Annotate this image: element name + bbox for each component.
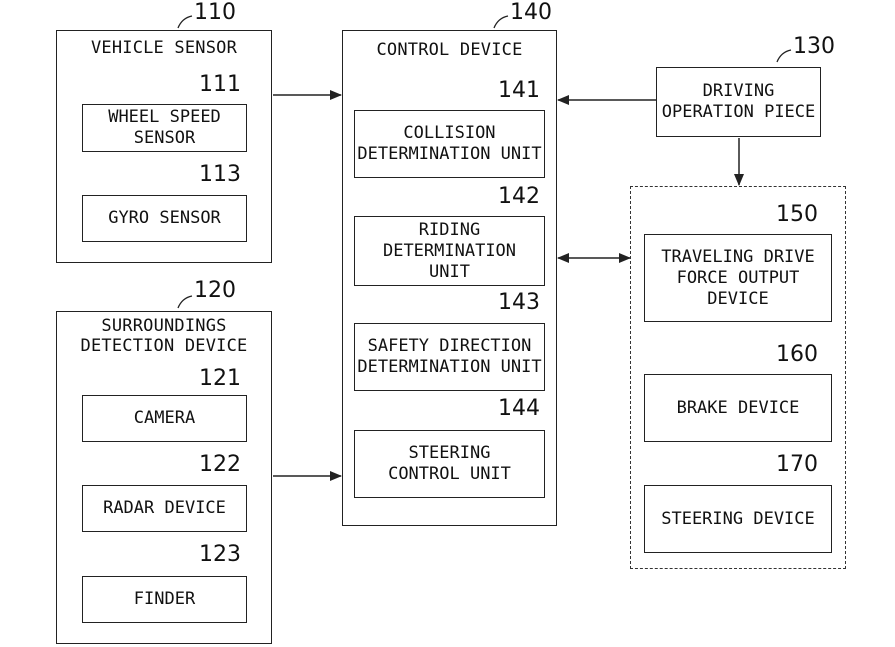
riding-determination-label: RIDING DETERMINATION UNIT — [382, 219, 517, 282]
ref-122: 122 — [199, 452, 241, 477]
camera-label: CAMERA — [133, 408, 196, 428]
gyro-sensor-label: GYRO SENSOR — [108, 208, 221, 228]
finder-label: FINDER — [133, 589, 196, 609]
steering-device-box: STEERING DEVICE — [644, 485, 832, 553]
steering-control-box: STEERING CONTROL UNIT — [354, 430, 545, 498]
collision-determination-label: COLLISION DETERMINATION UNIT — [357, 123, 542, 164]
vehicle-sensor-title: VEHICLE SENSOR — [90, 38, 238, 58]
ref-141: 141 — [498, 78, 540, 103]
ref-tick-140 — [493, 15, 509, 29]
riding-determination-box: RIDING DETERMINATION UNIT — [354, 216, 545, 286]
steering-device-label: STEERING DEVICE — [661, 508, 815, 529]
ref-tick-110 — [177, 15, 193, 29]
ref-123: 123 — [199, 542, 241, 567]
brake-device-label: BRAKE DEVICE — [676, 397, 800, 418]
ref-110: 110 — [194, 0, 236, 25]
radar-device-label: RADAR DEVICE — [103, 498, 226, 518]
radar-device-box: RADAR DEVICE — [82, 485, 247, 532]
ref-160: 160 — [776, 342, 818, 367]
ref-tick-120 — [177, 295, 193, 309]
camera-box: CAMERA — [82, 395, 247, 442]
ref-142: 142 — [498, 184, 540, 209]
ref-111: 111 — [199, 72, 241, 97]
steering-control-label: STEERING CONTROL UNIT — [388, 443, 511, 484]
gyro-sensor-box: GYRO SENSOR — [82, 195, 247, 242]
ref-140: 140 — [510, 0, 552, 25]
ref-170: 170 — [776, 452, 818, 477]
traveling-drive-force-label: TRAVELING DRIVE FORCE OUTPUT DEVICE — [661, 246, 815, 309]
ref-tick-130 — [776, 49, 792, 63]
ref-143: 143 — [498, 290, 540, 315]
ref-113: 113 — [199, 162, 241, 187]
ref-120: 120 — [194, 278, 236, 303]
control-device-title: CONTROL DEVICE — [376, 40, 523, 60]
driving-operation-piece-box: DRIVING OPERATION PIECE — [656, 67, 821, 137]
finder-box: FINDER — [82, 576, 247, 623]
ref-130: 130 — [793, 34, 835, 59]
wheel-speed-sensor-box: WHEEL SPEED SENSOR — [82, 104, 247, 152]
brake-device-box: BRAKE DEVICE — [644, 374, 832, 442]
wheel-speed-sensor-label: WHEEL SPEED SENSOR — [108, 107, 221, 148]
ref-121: 121 — [199, 366, 241, 391]
collision-determination-box: COLLISION DETERMINATION UNIT — [354, 110, 545, 178]
safety-direction-box: SAFETY DIRECTION DETERMINATION UNIT — [354, 323, 545, 391]
ref-150: 150 — [776, 202, 818, 227]
safety-direction-label: SAFETY DIRECTION DETERMINATION UNIT — [357, 336, 542, 377]
surroundings-title: SURROUNDINGS DETECTION DEVICE — [80, 316, 248, 356]
traveling-drive-force-box: TRAVELING DRIVE FORCE OUTPUT DEVICE — [644, 234, 832, 322]
ref-144: 144 — [498, 396, 540, 421]
driving-operation-piece-label: DRIVING OPERATION PIECE — [661, 81, 816, 122]
